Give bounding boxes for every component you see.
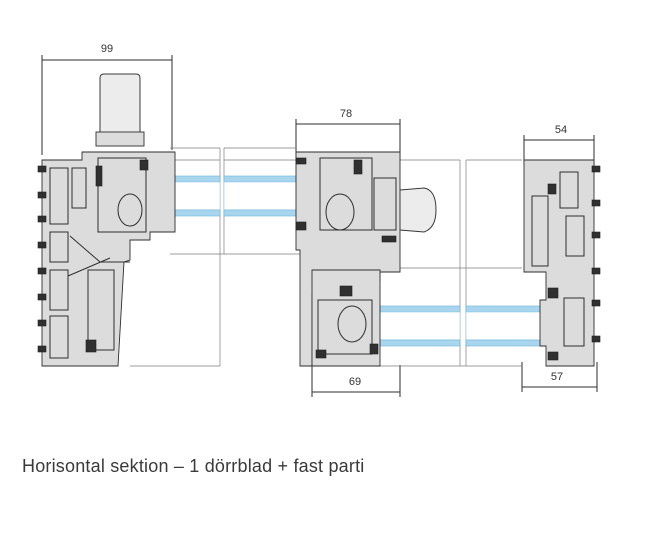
glass-lower bbox=[379, 305, 545, 347]
dim-label-door-leaf: 78 bbox=[340, 108, 352, 120]
section-drawing: 99 78 54 69 57 bbox=[37, 43, 601, 397]
dimension-left-frame: 99 bbox=[41, 43, 173, 155]
dim-label-right-frame: 54 bbox=[555, 124, 567, 136]
dim-label-left-frame: 99 bbox=[101, 43, 113, 55]
dimension-right-bottom: 57 bbox=[521, 362, 598, 392]
left-frame-profile bbox=[37, 73, 176, 367]
right-frame-profile bbox=[523, 159, 601, 367]
upper-track bbox=[130, 147, 522, 367]
dimension-sliding-profile: 69 bbox=[311, 365, 401, 397]
glass-upper bbox=[149, 175, 321, 217]
dimension-right-frame: 54 bbox=[523, 124, 595, 165]
center-door-profile bbox=[295, 151, 437, 367]
dim-label-sliding-profile: 69 bbox=[349, 376, 361, 388]
dim-label-right-bottom: 57 bbox=[551, 371, 563, 383]
drawing-caption: Horisontal sektion – 1 dörrblad + fast p… bbox=[22, 456, 365, 476]
